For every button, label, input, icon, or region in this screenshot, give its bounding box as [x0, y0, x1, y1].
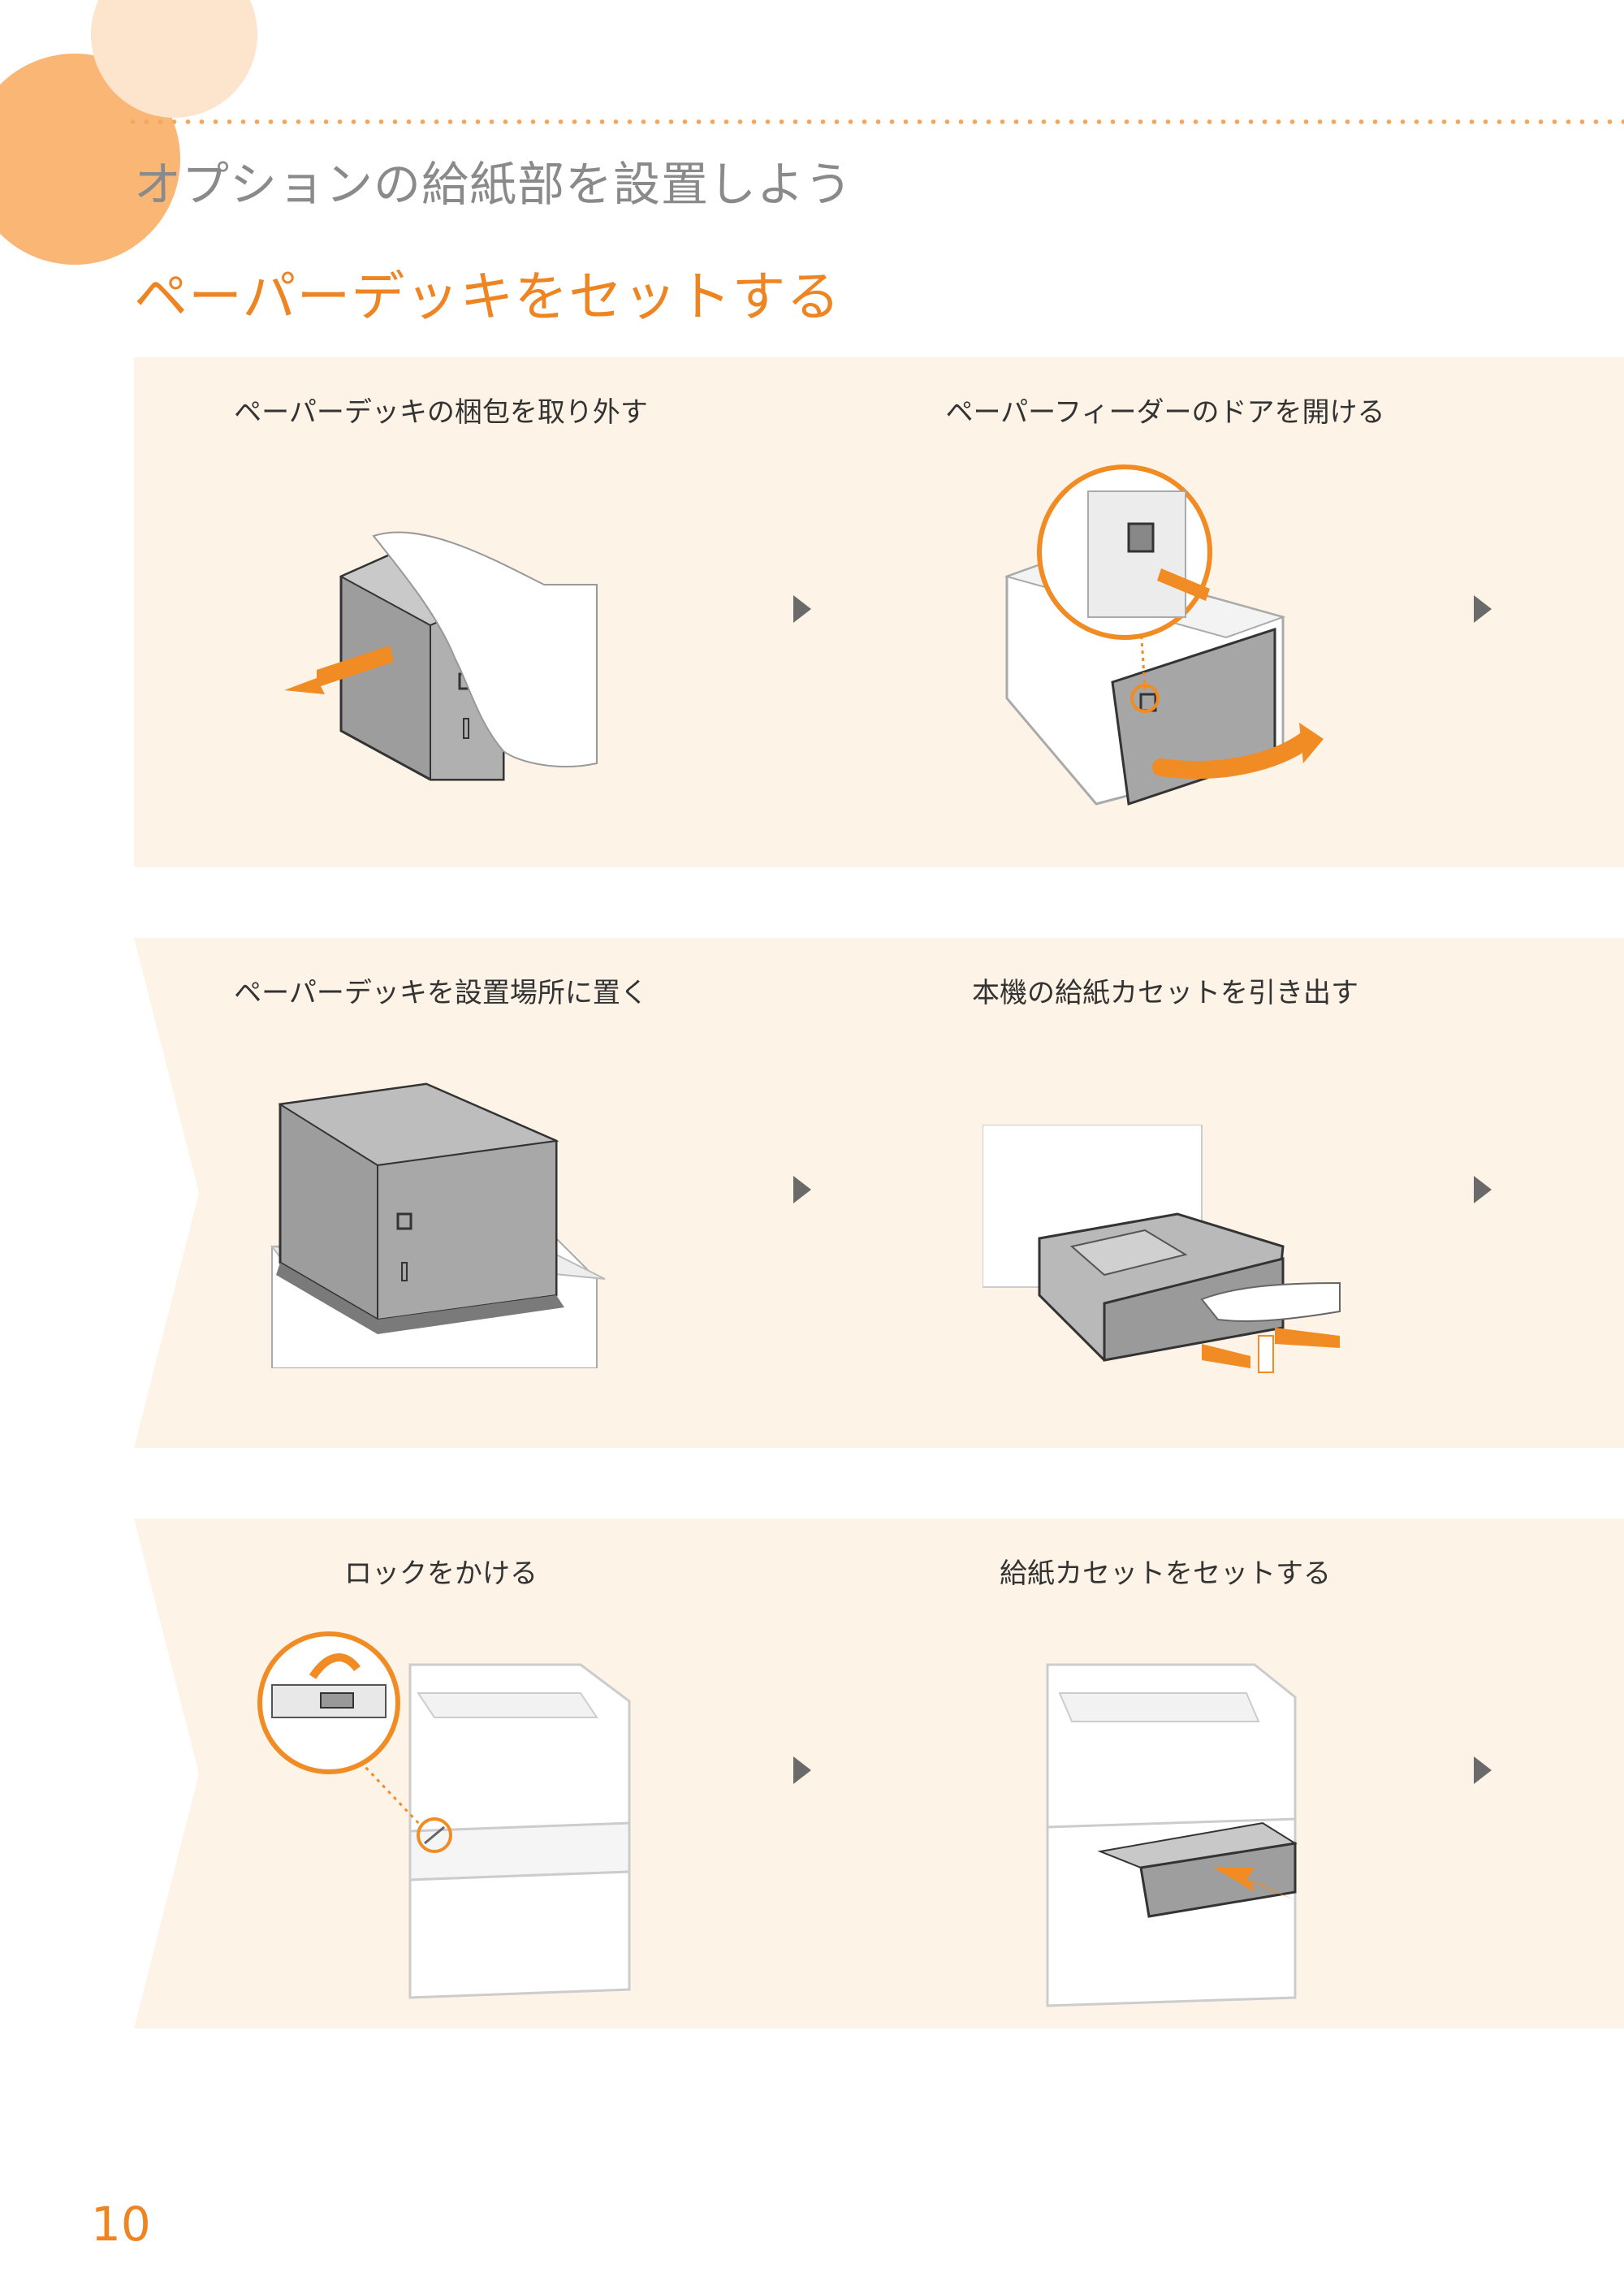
step-4-caption: 本機の給紙カセットを引き出す	[972, 977, 1358, 1009]
orange-arrow-icon	[284, 646, 394, 694]
step-arrow-icon	[1474, 1176, 1492, 1203]
pull-out-paper-cassette-illustration	[983, 1125, 1341, 1373]
open-paper-feeder-door-illustration	[1004, 464, 1324, 806]
step-2-caption: ペーパーフィーダーのドアを開ける	[945, 396, 1385, 429]
page-number: 10	[91, 2197, 151, 2252]
step-1-caption: ペーパーデッキの梱包を取り外す	[234, 396, 648, 429]
lock-paper-deck-illustration	[257, 1631, 631, 1999]
step-5-caption: ロックをかける	[344, 1557, 538, 1590]
step-arrow-icon	[793, 1176, 811, 1203]
unpack-paper-deck-illustration	[284, 531, 598, 781]
insert-paper-cassette-illustration	[1046, 1663, 1298, 2007]
place-paper-deck-illustration	[270, 1082, 606, 1368]
step-3-caption: ペーパーデッキを設置場所に置く	[234, 977, 648, 1009]
orange-arrow-icon	[1202, 1344, 1250, 1368]
section-title: オプションの給紙部を設置しよう	[134, 157, 853, 212]
step-arrow-icon	[1474, 595, 1492, 623]
step-6-caption: 給紙カセットをセットする	[1000, 1557, 1331, 1590]
step-arrow-icon	[1474, 1756, 1492, 1784]
dotted-rule	[126, 119, 1624, 124]
orange-arrow-icon	[1214, 1868, 1295, 1900]
step-arrow-icon	[793, 595, 811, 623]
step-panel-3	[134, 1519, 1624, 2028]
step-arrow-icon	[793, 1756, 811, 1784]
page-title: ペーパーデッキをセットする	[134, 266, 841, 328]
orange-arrow-icon	[1152, 730, 1316, 780]
